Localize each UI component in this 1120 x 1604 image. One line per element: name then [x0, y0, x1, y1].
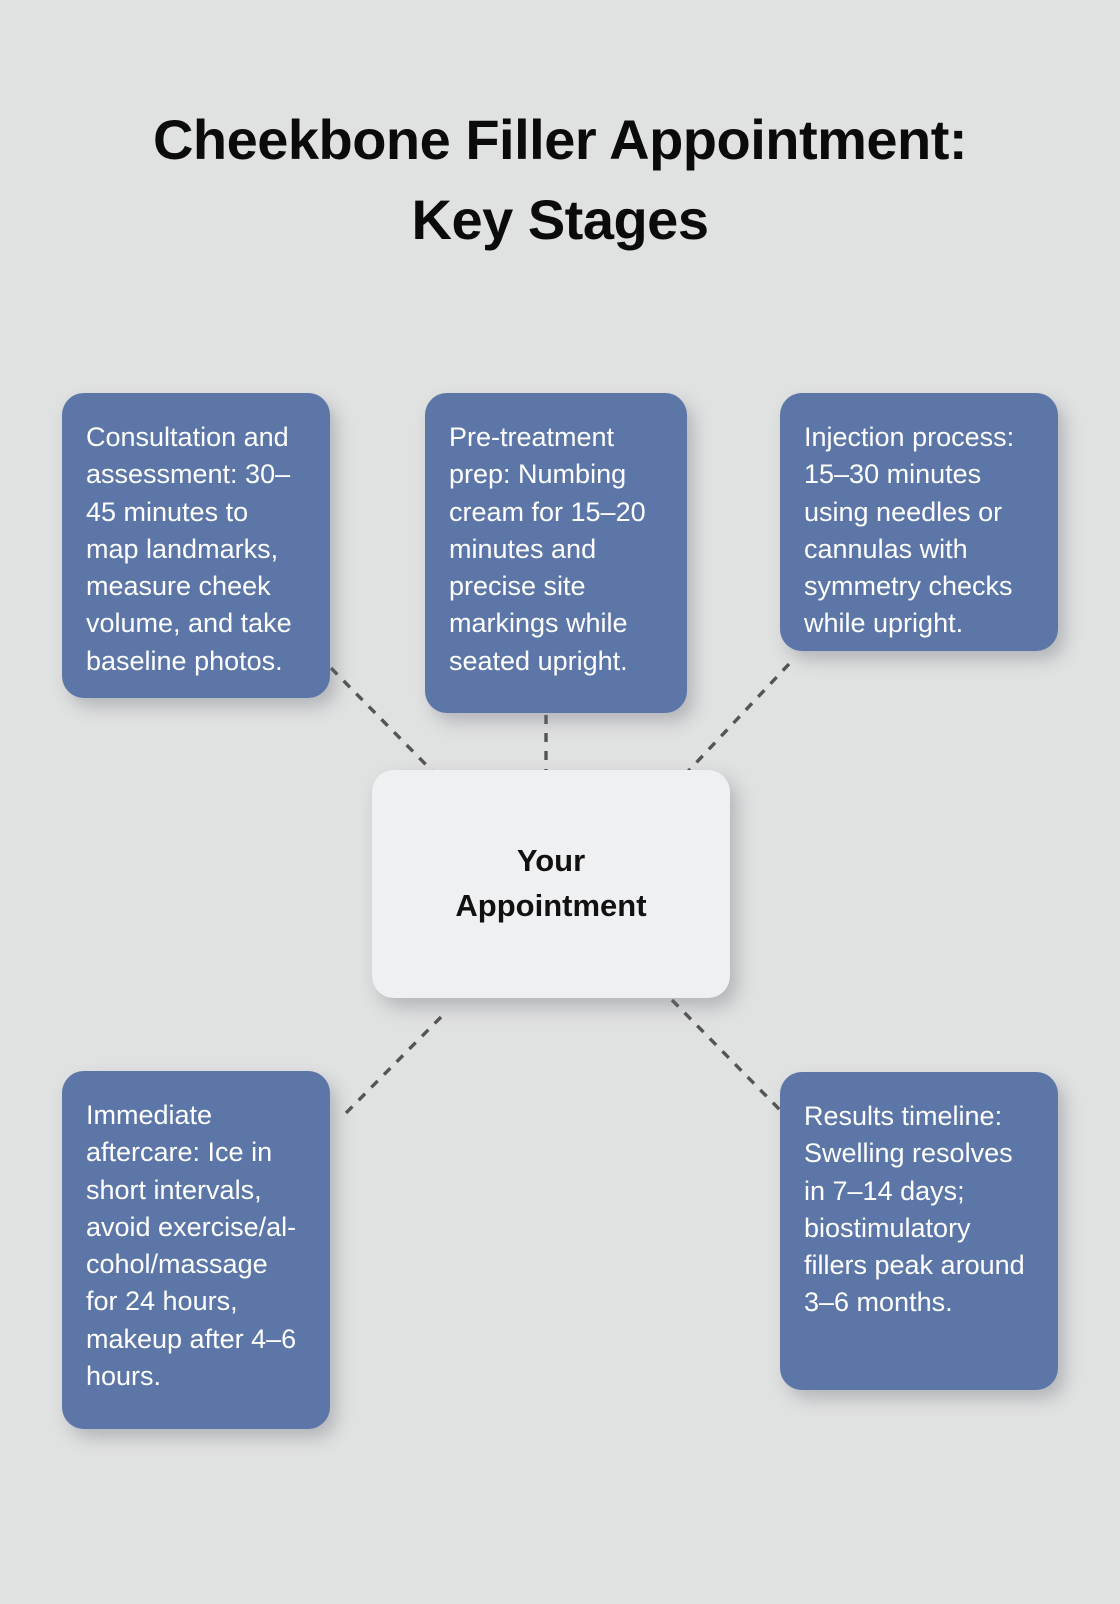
node-consultation[interactable]: Consultation and assessment: 30–45 minut…	[62, 393, 330, 698]
node-injection-label: Injection process: 15–30 minutes using n…	[804, 422, 1015, 639]
node-results[interactable]: Results timeline: Swelling resolves in 7…	[780, 1072, 1058, 1390]
node-prep[interactable]: Pre-treatment prep: Numbing cream for 15…	[425, 393, 687, 713]
connector-consultation-to-center	[329, 666, 445, 784]
node-prep-label: Pre-treatment prep: Numbing cream for 15…	[449, 422, 646, 676]
page-title: Cheekbone Filler Appointment: Key Stages	[152, 108, 968, 251]
node-aftercare[interactable]: Immediate aftercare: Ice in short interv…	[62, 1071, 330, 1429]
node-consultation-label: Consultation and assessment: 30–45 minut…	[86, 422, 292, 676]
node-results-label: Results timeline: Swelling resolves in 7…	[804, 1101, 1025, 1318]
connector-center-to-aftercare	[339, 1015, 443, 1120]
connector-injection-to-center	[677, 662, 791, 783]
node-injection[interactable]: Injection process: 15–30 minutes using n…	[780, 393, 1058, 651]
node-center-label: Your Appointment	[455, 843, 647, 923]
connector-center-to-results	[670, 998, 784, 1114]
node-aftercare-label: Immediate aftercare: Ice in short interv…	[86, 1100, 297, 1391]
node-center-your-appointment[interactable]: Your Appointment	[372, 770, 730, 998]
